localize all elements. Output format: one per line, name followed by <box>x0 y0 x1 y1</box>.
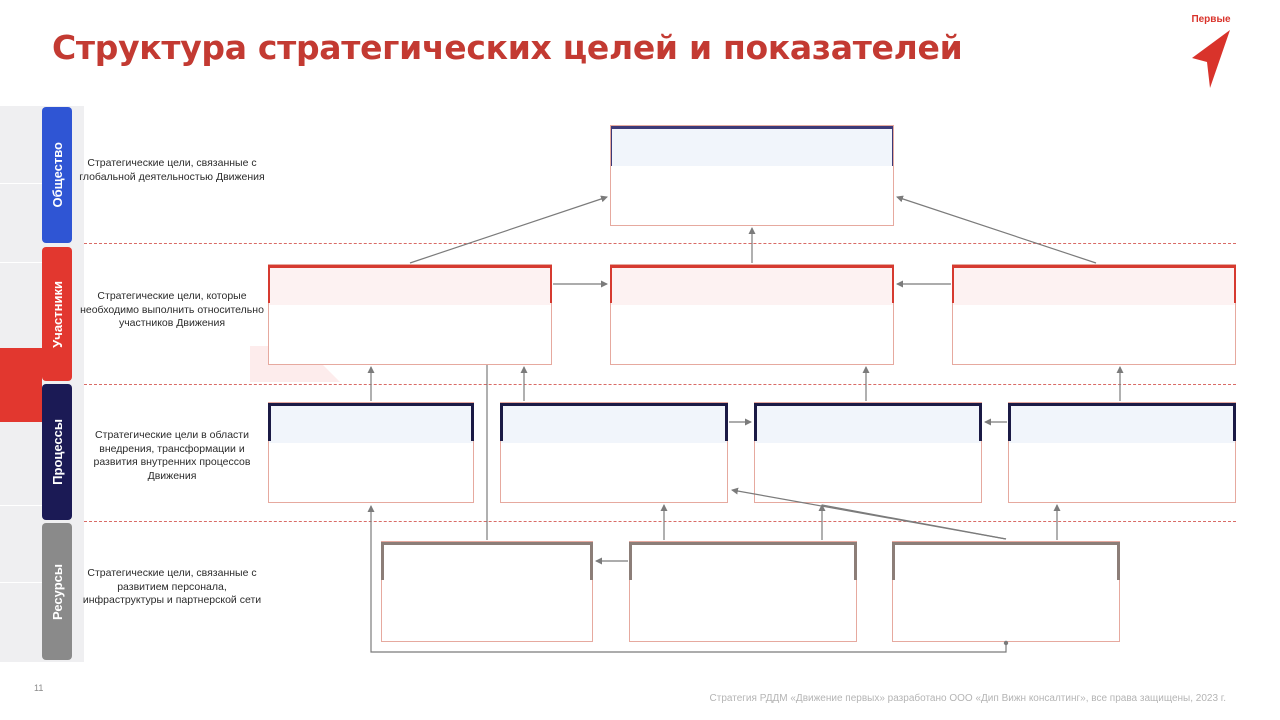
goal-box-process-2 <box>500 402 728 503</box>
band-divider <box>0 183 42 184</box>
connector-arrow <box>896 195 1097 264</box>
red-indicator-band <box>0 348 42 422</box>
level-tab-processes: Процессы <box>42 384 72 520</box>
level-separator <box>84 521 1236 522</box>
goal-box-members-3 <box>952 264 1236 365</box>
level-description-resources: Стратегические цели, связанные с развити… <box>82 567 262 606</box>
level-tab-society: Общество <box>42 107 72 243</box>
band-divider <box>0 262 42 263</box>
connector-arrow <box>409 195 608 264</box>
connector-line <box>821 504 1007 540</box>
level-separator <box>84 384 1236 385</box>
goal-box-process-4 <box>1008 402 1236 503</box>
page-title: Структура стратегических целей и показат… <box>52 28 963 67</box>
goal-box-members-1 <box>268 264 552 365</box>
level-description-processes: Стратегические цели в области внедрения,… <box>93 429 251 482</box>
band-divider <box>0 582 42 583</box>
goal-box-process-1 <box>268 402 474 503</box>
goal-box-members-2 <box>610 264 894 365</box>
band-divider <box>0 505 42 506</box>
level-description-members: Стратегические цели, которые необходимо … <box>80 290 264 329</box>
goal-box-resource-1 <box>381 541 593 642</box>
goal-box-society <box>610 125 894 226</box>
page-number: 11 <box>34 683 44 693</box>
logo: Первые <box>1186 14 1236 94</box>
connector-arrow <box>367 505 1007 653</box>
goal-box-resource-3 <box>892 541 1120 642</box>
logo-text: Первые <box>1191 14 1231 25</box>
level-tab-resources: Ресурсы <box>42 523 72 660</box>
level-tab-members: Участники <box>42 247 72 381</box>
goal-box-process-3 <box>754 402 982 503</box>
footer-copyright: Стратегия РДДМ «Движение первых» разрабо… <box>709 693 1226 704</box>
level-description-society: Стратегические цели, связанные с глобаль… <box>79 157 265 183</box>
checkmark-arrow-logo-icon <box>1192 30 1230 88</box>
goal-box-resource-2 <box>629 541 857 642</box>
level-separator <box>84 243 1236 244</box>
